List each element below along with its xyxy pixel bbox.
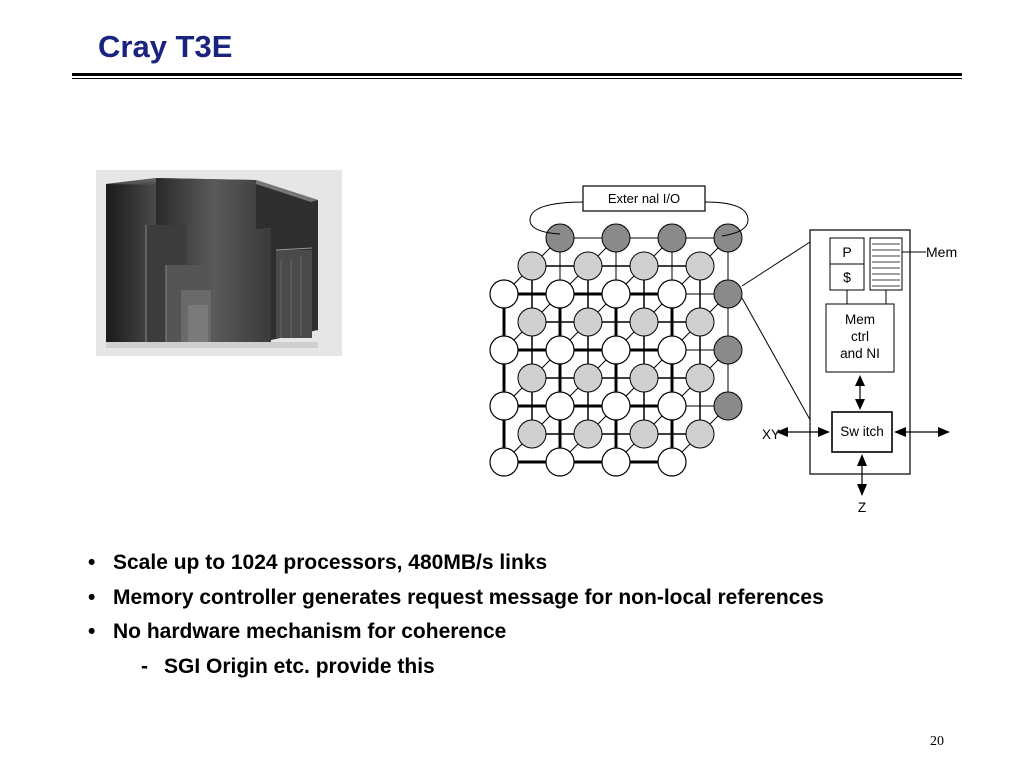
cray-t3e-photo xyxy=(96,170,342,356)
bullet-item-2: • Memory controller generates request mes… xyxy=(88,583,824,618)
mesh-node-front xyxy=(489,447,519,477)
processor-label: P xyxy=(842,244,851,260)
cache-label: $ xyxy=(843,269,851,285)
mesh-node-dark xyxy=(713,391,743,421)
mem-ctrl-line-3: and NI xyxy=(840,346,880,361)
bullet-marker: • xyxy=(88,585,96,609)
mesh-node-mid xyxy=(685,251,715,281)
callout-line-top xyxy=(741,241,811,287)
torus-mesh xyxy=(489,223,743,477)
bullet-text: No hardware mechanism for coherence xyxy=(113,620,507,643)
external-io-label: Exter nal I/O xyxy=(608,191,680,206)
mesh-node-front xyxy=(657,335,687,365)
external-io-box xyxy=(582,185,706,212)
mesh-node-mid xyxy=(517,419,547,449)
sub-bullet-item-1: -SGI Origin etc. provide this xyxy=(88,652,824,687)
mesh-node-mid xyxy=(573,307,603,337)
mesh-node-front xyxy=(545,279,575,309)
mesh-node-front xyxy=(489,335,519,365)
mesh-node-dark xyxy=(713,335,743,365)
sub-bullet-text: SGI Origin etc. provide this xyxy=(164,654,435,678)
mesh-node-dark xyxy=(713,279,743,309)
switch-box xyxy=(831,411,893,453)
mesh-node-front xyxy=(601,391,631,421)
bullet-text: Memory controller generates request mess… xyxy=(113,585,824,609)
callout-line-bottom xyxy=(741,297,819,435)
mem-ctrl-line-2: ctrl xyxy=(851,329,869,344)
mesh-node-front xyxy=(601,279,631,309)
bullet-list: • Scale up to 1024 processors, 480MB/s li… xyxy=(88,548,824,686)
mesh-node-mid xyxy=(629,419,659,449)
mesh-node-mid xyxy=(629,307,659,337)
memory-label: Mem xyxy=(926,244,957,260)
mesh-node-mid xyxy=(517,251,547,281)
sub-bullet-marker: - xyxy=(141,654,148,678)
mesh-node-front xyxy=(657,447,687,477)
bullet-marker: • xyxy=(88,620,96,643)
bullet-text: Scale up to 1024 processors, 480MB/s lin… xyxy=(113,551,548,574)
mesh-node-front xyxy=(601,335,631,365)
mem-ctrl-box xyxy=(825,303,895,373)
external-io-link-left xyxy=(529,201,586,235)
mesh-node-mid xyxy=(517,307,547,337)
mesh-node-mid xyxy=(685,363,715,393)
mesh-node-dark xyxy=(713,223,743,253)
mesh-node-front xyxy=(489,391,519,421)
mesh-node-mid xyxy=(685,307,715,337)
mesh-node-front xyxy=(545,391,575,421)
mesh-node-front xyxy=(545,447,575,477)
memory-stack xyxy=(869,237,903,291)
mesh-node-front xyxy=(545,335,575,365)
mem-ctrl-line-1: Mem xyxy=(845,312,875,327)
mesh-node-front xyxy=(657,391,687,421)
mesh-node-mid xyxy=(573,363,603,393)
switch-label: Sw itch xyxy=(840,424,884,439)
title-divider-thin xyxy=(72,78,962,79)
page-number: 20 xyxy=(930,734,944,749)
mesh-node-dark xyxy=(657,223,687,253)
bullet-marker: • xyxy=(88,551,96,574)
mesh-node-mid xyxy=(685,419,715,449)
z-label: Z xyxy=(858,500,866,515)
mesh-node-mid xyxy=(573,419,603,449)
mesh-node-mid xyxy=(517,363,547,393)
mesh-node-front xyxy=(601,447,631,477)
mesh-node-mid xyxy=(629,251,659,281)
slide-title: Cray T3E xyxy=(98,29,233,64)
mesh-node-dark xyxy=(545,223,575,253)
mesh-node-front xyxy=(657,279,687,309)
mesh-node-mid xyxy=(629,363,659,393)
mesh-node-front xyxy=(489,279,519,309)
bullet-item-1: • Scale up to 1024 processors, 480MB/s li… xyxy=(88,548,824,583)
t3e-network-diagram: Exter nal I/O P $ Mem Mem ctrl and NI xyxy=(489,185,957,515)
xy-label: XY xyxy=(762,427,780,442)
external-io-link-right xyxy=(704,201,749,237)
mesh-node-dark xyxy=(601,223,631,253)
mesh-node-mid xyxy=(573,251,603,281)
bullet-item-3: • No hardware mechanism for coherence xyxy=(88,617,824,652)
title-divider xyxy=(72,73,962,76)
